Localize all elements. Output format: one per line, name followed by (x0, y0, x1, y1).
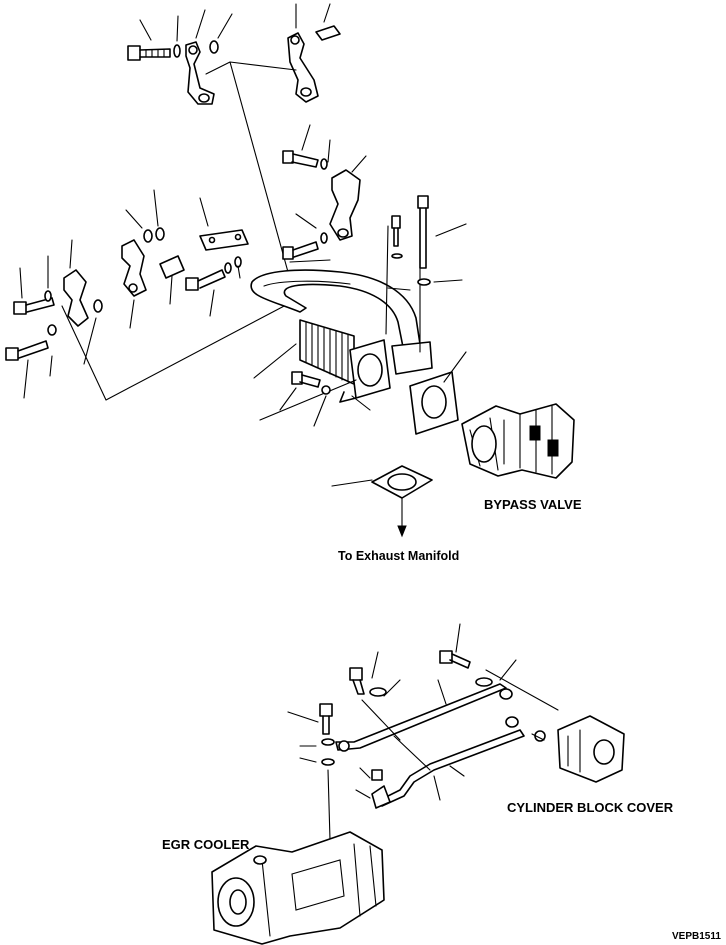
nut (209, 40, 219, 54)
lower-assembly (211, 623, 625, 945)
clamp-bracket-left (185, 41, 215, 105)
arrow-down-icon (397, 525, 407, 538)
egr-cooler-label: EGR COOLER (162, 837, 250, 852)
bellows (299, 319, 355, 385)
clamp-bracket-small (63, 269, 89, 327)
bypass-valve-label: BYPASS VALVE (484, 497, 582, 512)
clamp-bolt (127, 45, 171, 61)
washer (173, 44, 181, 58)
retainer-plate (199, 229, 249, 251)
exhaust-pipe-loop (250, 269, 421, 353)
left-clamp-assembly (5, 189, 289, 401)
cylinder-block-cover (557, 715, 625, 783)
cylinder-block-cover-label: CYLINDER BLOCK COVER (507, 800, 674, 815)
bolt (282, 150, 294, 164)
pipe-outlet-flange (391, 341, 433, 375)
egr-pipe-assembly (250, 195, 467, 427)
stud-spacer (315, 25, 341, 41)
clamp-bracket-mid (329, 169, 361, 241)
nut (93, 299, 103, 313)
long-bolt (417, 195, 429, 209)
clamp-bracket-right (287, 32, 319, 103)
to-exhaust-manifold-label: To Exhaust Manifold (338, 549, 460, 563)
bypass-valve-assembly (331, 351, 575, 538)
upper-clamp-assembly (127, 3, 341, 273)
egr-tube-lower (379, 729, 525, 807)
mid-clamp-assembly (282, 124, 367, 263)
spacer-tube (159, 255, 185, 279)
bolt (391, 215, 401, 229)
egr-tube-upper (335, 683, 507, 751)
drawing-code: VEPB1511 (672, 931, 721, 942)
clamp-bracket-left-mid (121, 239, 147, 297)
